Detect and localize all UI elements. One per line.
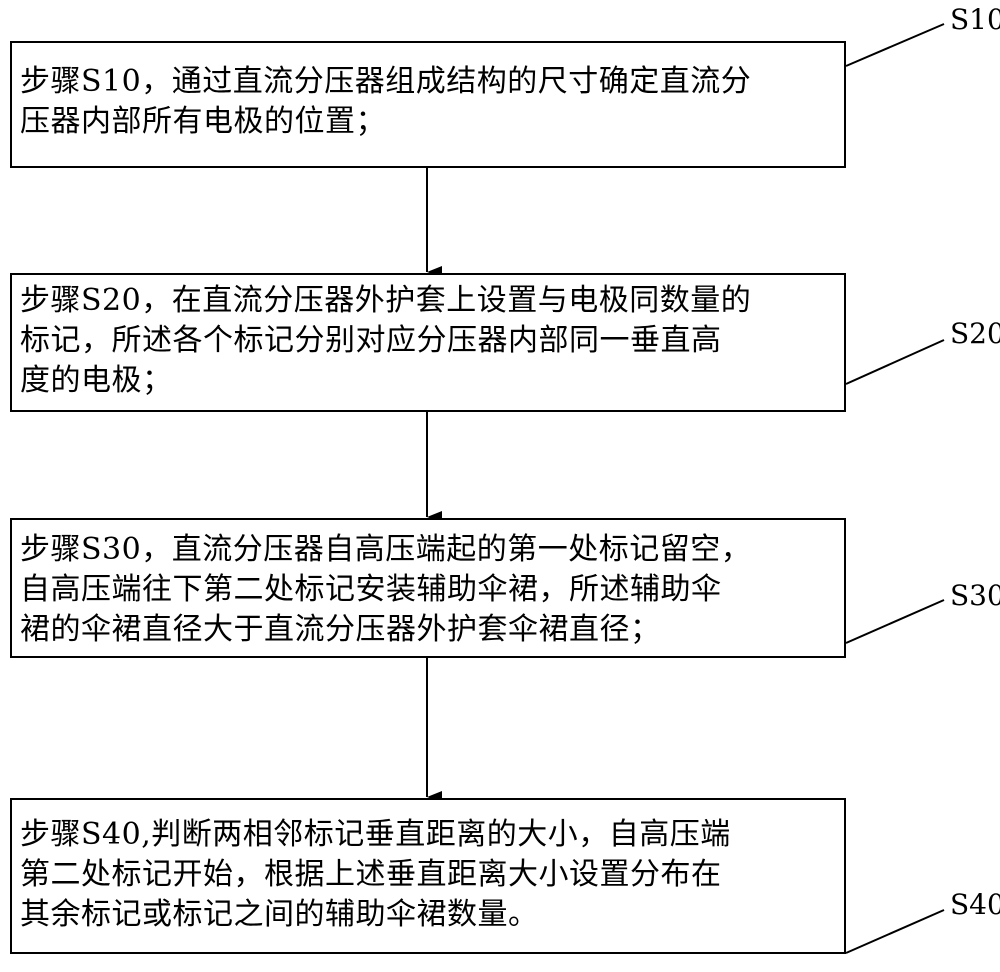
step-label-s10: S10 <box>950 3 1000 36</box>
step-box-s20: 步骤S20，在直流分压器外护套上设置与电极同数量的 标记，所述各个标记分别对应分… <box>10 273 846 412</box>
step-box-s10: 步骤S10，通过直流分压器组成结构的尺寸确定直流分 压器内部所有电极的位置； <box>10 41 846 168</box>
step-text-s10: 步骤S10，通过直流分压器组成结构的尺寸确定直流分 压器内部所有电极的位置； <box>20 64 752 139</box>
leader-line-s20 <box>845 339 945 385</box>
step-box-s30: 步骤S30，直流分压器自高压端起的第一处标记留空， 自高压端往下第二处标记安装辅… <box>10 518 846 658</box>
leader-line-s40 <box>845 909 945 954</box>
leader-line-s10 <box>845 23 945 67</box>
step-label-s20: S20 <box>950 317 1000 350</box>
step-box-s40: 步骤S40,判断两相邻标记垂直距离的大小，自高压端 第二处标记开始，根据上述垂直… <box>10 798 846 954</box>
step-label-s30: S30 <box>950 579 1000 612</box>
step-text-s40: 步骤S40,判断两相邻标记垂直距离的大小，自高压端 第二处标记开始，根据上述垂直… <box>20 817 731 932</box>
step-text-s30: 步骤S30，直流分压器自高压端起的第一处标记留空， 自高压端往下第二处标记安装辅… <box>20 532 752 647</box>
step-text-s20: 步骤S20，在直流分压器外护套上设置与电极同数量的 标记，所述各个标记分别对应分… <box>20 283 752 398</box>
step-label-s40: S40 <box>950 888 1000 921</box>
leader-line-s30 <box>845 599 945 644</box>
